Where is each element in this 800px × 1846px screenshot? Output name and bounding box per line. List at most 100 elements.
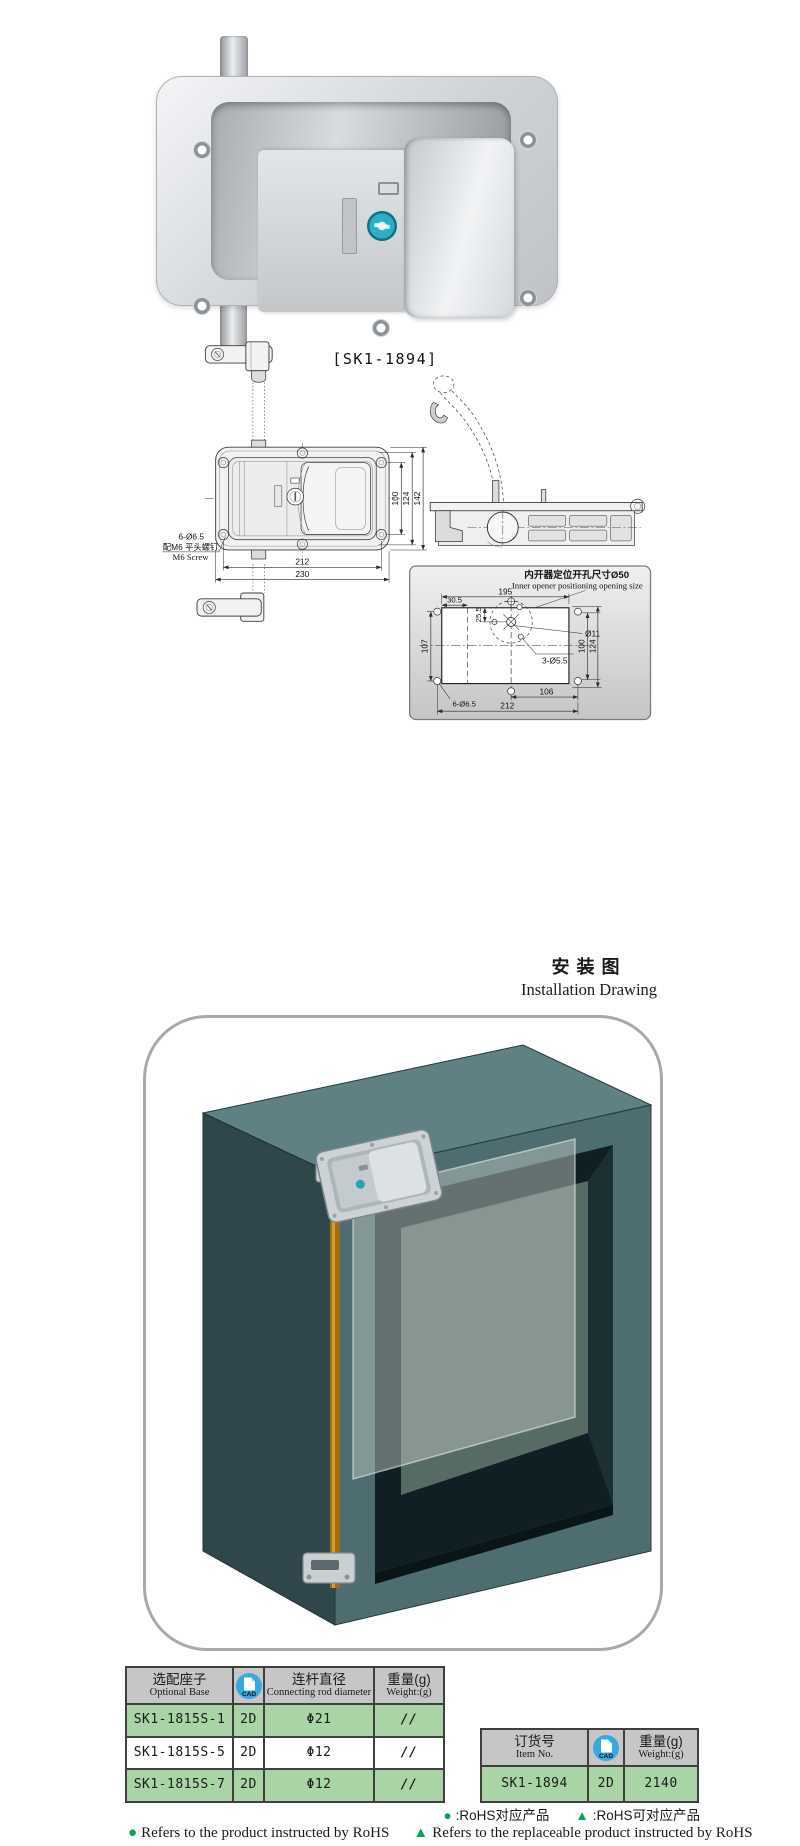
- dim-o11: Ø11: [585, 629, 601, 639]
- header-rod-diameter: 连杆直径 Connecting rod diameter: [263, 1666, 373, 1703]
- header-cn: 选配座子: [152, 1671, 207, 1687]
- legend-item: ●:RoHS对应产品: [443, 1804, 549, 1824]
- legend-text: :RoHS可对应产品: [592, 1808, 700, 1823]
- cell-base: SK1-1815S-1: [125, 1703, 232, 1736]
- installation-title: 安装图 Installation Drawing: [389, 955, 789, 1002]
- cell-base: SK1-1815S-5: [125, 1736, 232, 1768]
- dim-106: 106: [539, 686, 553, 696]
- cell-rod: Φ21: [263, 1703, 373, 1736]
- screw-note-line3: M6 Screw: [173, 552, 210, 562]
- dim-124-right: 124: [587, 639, 597, 653]
- dim-230: 230: [295, 569, 309, 579]
- dim-3-o5-5: 3-Ø5.5: [542, 656, 568, 666]
- cell-weight: //: [373, 1703, 443, 1736]
- dim-100: 100: [390, 491, 400, 505]
- legend-item: ▲Refers to the replaceable product instr…: [413, 1825, 752, 1842]
- front-view-drawing: [204, 443, 400, 557]
- hole-diagram-title-en: Inner opener positioning opening size: [512, 581, 643, 591]
- cell-base: SK1-1815S-7: [125, 1768, 232, 1801]
- hole-diagram-dimensions: 195 30.5 25.5 107 Ø11 3-Ø5.5 100: [420, 586, 602, 715]
- rohs-dot-icon: ●: [443, 1808, 452, 1823]
- dim-100-right: 100: [576, 639, 586, 653]
- cell-item: SK1-1894: [480, 1765, 587, 1801]
- rohs-legend-en: ●Refers to the product instructed by RoH…: [128, 1825, 800, 1842]
- dim-212: 212: [295, 557, 309, 567]
- screw-hole: [372, 319, 390, 337]
- legend-item: ●Refers to the product instructed by RoH…: [128, 1825, 389, 1842]
- header-en: Optional Base: [149, 1687, 210, 1699]
- dim-107: 107: [420, 639, 430, 653]
- cell-rod: Φ12: [263, 1768, 373, 1801]
- cell-rod: Φ12: [263, 1736, 373, 1768]
- header-cad: CAD: [232, 1666, 263, 1703]
- cell-weight: //: [373, 1736, 443, 1768]
- hole-position-diagram: 内开器定位开孔尺寸Ø50 Inner opener positioning op…: [408, 565, 652, 721]
- latch-flange: [156, 76, 558, 337]
- header-en: Weight:(g): [638, 1749, 684, 1761]
- hole-diagram-title-cn: 内开器定位开孔尺寸Ø50: [524, 569, 629, 581]
- rod-keeper-bottom: [196, 549, 267, 622]
- legend-item: ▲:RoHS可对应产品: [575, 1804, 700, 1824]
- header-optional-base: 选配座子 Optional Base: [125, 1666, 232, 1703]
- screw-hole: [519, 131, 537, 149]
- header-en: Weight:(g): [386, 1687, 432, 1699]
- rohs-legend-cn: ●:RoHS对应产品 ▲:RoHS可对应产品: [380, 1804, 700, 1824]
- installation-drawing-box: [143, 1015, 663, 1651]
- dim-195: 195: [498, 586, 512, 596]
- product-photo: [148, 36, 568, 358]
- dim-25-5: 25.5: [474, 607, 483, 622]
- cell-weight: //: [373, 1768, 443, 1801]
- cell-weight: 2140: [623, 1765, 697, 1801]
- legend-text: Refers to the product instructed by RoHS: [141, 1825, 390, 1841]
- latch-paddle-handle: [404, 138, 514, 318]
- rod-keeper-top: [204, 341, 273, 383]
- optional-base-table: 选配座子 Optional Base CAD 连杆直径 Connecting r…: [125, 1666, 445, 1803]
- legend-text: Refers to the replaceable product instru…: [432, 1825, 753, 1841]
- rohs-dot-icon: ●: [128, 1825, 138, 1841]
- item-table: 订货号 Item No. CAD 重量(g) Weight:(g) SK1-18…: [480, 1728, 699, 1803]
- cad-icon-label: CAD: [599, 1753, 613, 1760]
- header-en: Connecting rod diameter: [266, 1687, 372, 1699]
- header-cn: 重量(g): [639, 1733, 683, 1749]
- cell-cad: 2D: [232, 1768, 263, 1801]
- latch-indicator-slot: [378, 182, 399, 195]
- screw-hole: [193, 297, 211, 315]
- header-cn: 连杆直径: [292, 1671, 346, 1687]
- cell-cad: 2D: [232, 1736, 263, 1768]
- cad-icon: CAD: [235, 1672, 262, 1699]
- mounting-holes: [433, 595, 582, 696]
- technical-drawings: 100 124 142 212 230 6-Ø6.5 配M6 平头螺钉 M6 S…: [162, 341, 652, 721]
- screw-hole: [193, 141, 211, 159]
- installation-title-en: Installation Drawing: [520, 980, 658, 1000]
- cad-icon-label: CAD: [241, 1691, 255, 1698]
- connecting-rod-installed: [330, 1170, 340, 1588]
- header-en: Item No.: [515, 1749, 554, 1761]
- header-cad: CAD: [587, 1728, 623, 1765]
- dim-6-o6-5: 6-Ø6.5: [452, 700, 476, 709]
- latch-installed: [315, 1129, 443, 1223]
- header-item-no: 订货号 Item No.: [480, 1728, 587, 1765]
- installation-3d-cabinet: [201, 1044, 653, 1626]
- dim-30-5: 30.5: [447, 596, 462, 605]
- brand-label-plate: [342, 198, 357, 254]
- rohs-triangle-icon: ▲: [413, 1825, 429, 1841]
- front-view-screw-holes: [217, 447, 387, 550]
- installation-title-cn: 安装图: [551, 957, 627, 977]
- side-view-drawing: [429, 375, 646, 548]
- rod-keeper-bottom-installed: [302, 1552, 356, 1584]
- cell-cad: 2D: [587, 1765, 623, 1801]
- connecting-rod-dashed: [251, 382, 267, 449]
- dim-124: 124: [401, 491, 411, 505]
- header-weight: 重量(g) Weight:(g): [373, 1666, 443, 1703]
- glass-door-panel: [352, 1138, 576, 1480]
- cell-cad: 2D: [232, 1703, 263, 1736]
- screw-note-line1: 6-Ø6.5: [178, 532, 204, 542]
- dim-212-bottom: 212: [500, 701, 514, 711]
- model-label: [SK1-1894]: [332, 350, 438, 368]
- cad-icon: CAD: [593, 1734, 619, 1761]
- front-view-dimensions: 100 124 142 212 230 6-Ø6.5 配M6 平头螺钉 M6 S…: [162, 446, 427, 583]
- rod-stub-top: [220, 36, 248, 82]
- screw-note-line2: 配M6 平头螺钉: [163, 542, 219, 552]
- dim-142: 142: [412, 491, 422, 505]
